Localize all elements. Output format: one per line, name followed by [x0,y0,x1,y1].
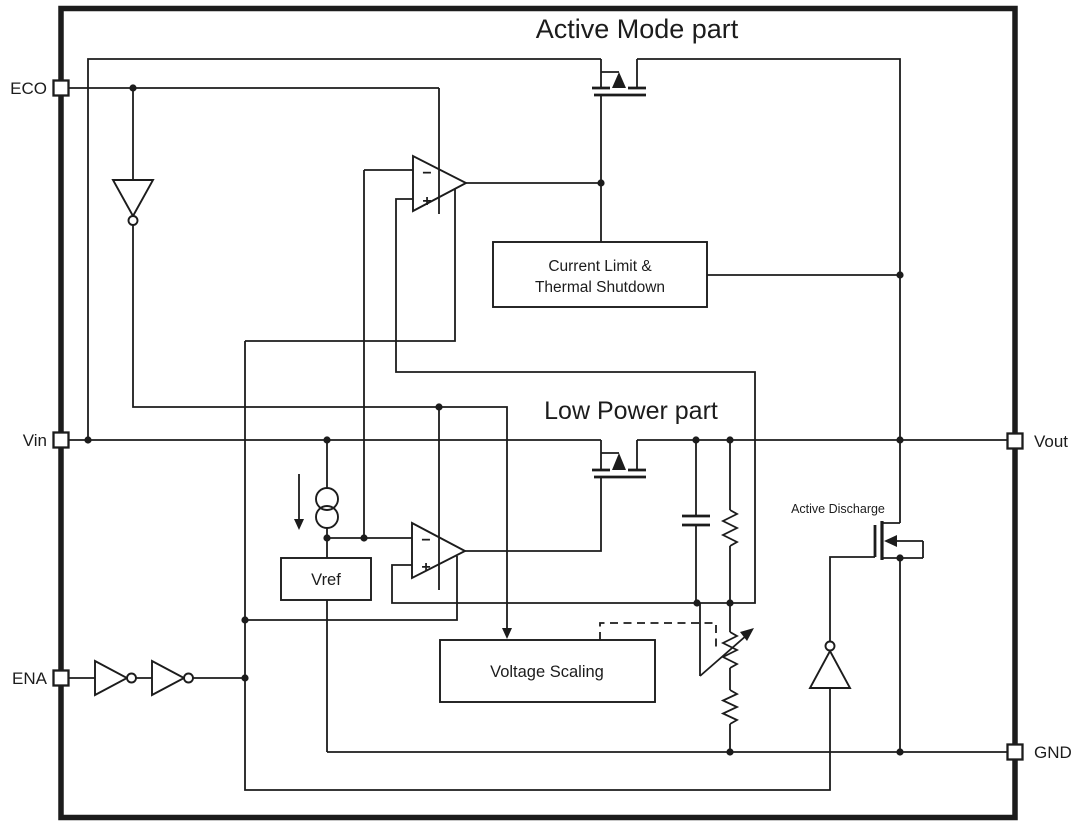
feedback-net [391,198,756,676]
current-limit-box [492,241,708,308]
feedback-resistor-top [720,509,740,547]
lp-amp-plus-sign: + [421,559,430,576]
inverter-triangle [111,179,155,218]
ic-outline [58,5,1018,821]
active-gate-net [466,95,602,242]
voltage-scaling-label: Voltage Scaling [490,663,604,681]
inverter-triangle [151,659,187,697]
pmos-body-arrow-icon [612,453,626,470]
wiper-arrow-icon [740,628,754,641]
active-discharge-label: Active Discharge [791,502,885,516]
inverter-bubble [183,672,194,684]
ena-net [68,189,831,791]
vin-pin-label: Vin [23,431,47,450]
scaling-input-arrow-icon [502,628,512,639]
vout-pin-label: Vout [1034,432,1068,451]
active-mode-title: Active Mode part [536,14,739,44]
lp-gate-net [465,477,602,552]
active-discharge-nmos [873,521,923,560]
current-source-circle [315,505,339,529]
discharge-inverter [808,640,852,689]
lp-amp-minus-sign: − [421,532,430,549]
discharge-source-net [882,541,924,752]
scaling-control-dashed [599,622,717,651]
vin-pin [52,431,70,449]
current-source-circle [315,487,339,511]
capacitor-plates [682,514,710,527]
pmos-terminals [600,440,638,470]
voltage-scaling-box [439,639,656,703]
output-capacitor [682,514,710,527]
junction-dots [84,84,904,756]
resistor-zigzag [720,631,740,669]
inverter-triangle [94,659,130,697]
low-power-pass-pmos [592,440,646,479]
ena-inverter-1 [94,659,137,697]
low-power-title: Low Power part [544,397,718,425]
adjustable-resistor [699,628,754,677]
resistor-zigzag [720,509,740,547]
ena-pin [52,669,70,687]
eco-pin-label: ECO [10,79,47,98]
current-arrow-icon [294,519,304,530]
inverter-bubble [824,640,836,652]
eco-pin [52,79,70,97]
resistor-zigzag [720,689,740,725]
inverter-triangle [808,649,852,689]
discharge-gate-net [829,556,875,641]
current-source [294,474,339,530]
wiper-arrow-shaft [699,634,748,677]
vin-net [68,58,601,488]
pmos-bars [592,86,646,97]
ena-inverter-2 [151,659,194,697]
feedback-resistor-bottom [720,689,740,725]
current-limit-label-line2: Thermal Shutdown [535,279,665,296]
active-amp-plus-sign: + [422,193,431,210]
ena-pin-label: ENA [12,669,48,688]
active-drain-net [637,58,901,523]
vref-label: Vref [311,571,341,589]
pmos-terminals [600,59,638,88]
gnd-pin-label: GND [1034,743,1072,762]
pmos-body-arrow-icon [612,72,626,88]
pmos-bars [592,468,646,479]
vref-box [280,557,372,601]
inverter-bubble [126,672,137,684]
gnd-pin [1006,743,1024,761]
nmos-body-arrow-icon [884,535,897,547]
wires [68,58,1008,791]
inverted-eco-net [132,225,508,630]
vout-pin [1006,432,1024,450]
inverter-bubble [127,215,139,226]
vref-net [326,169,413,752]
active-amp-minus-sign: − [422,165,431,182]
current-limit-label-line1: Current Limit & [548,258,652,275]
active-pass-pmos [592,59,646,97]
eco-inverter [111,179,155,226]
